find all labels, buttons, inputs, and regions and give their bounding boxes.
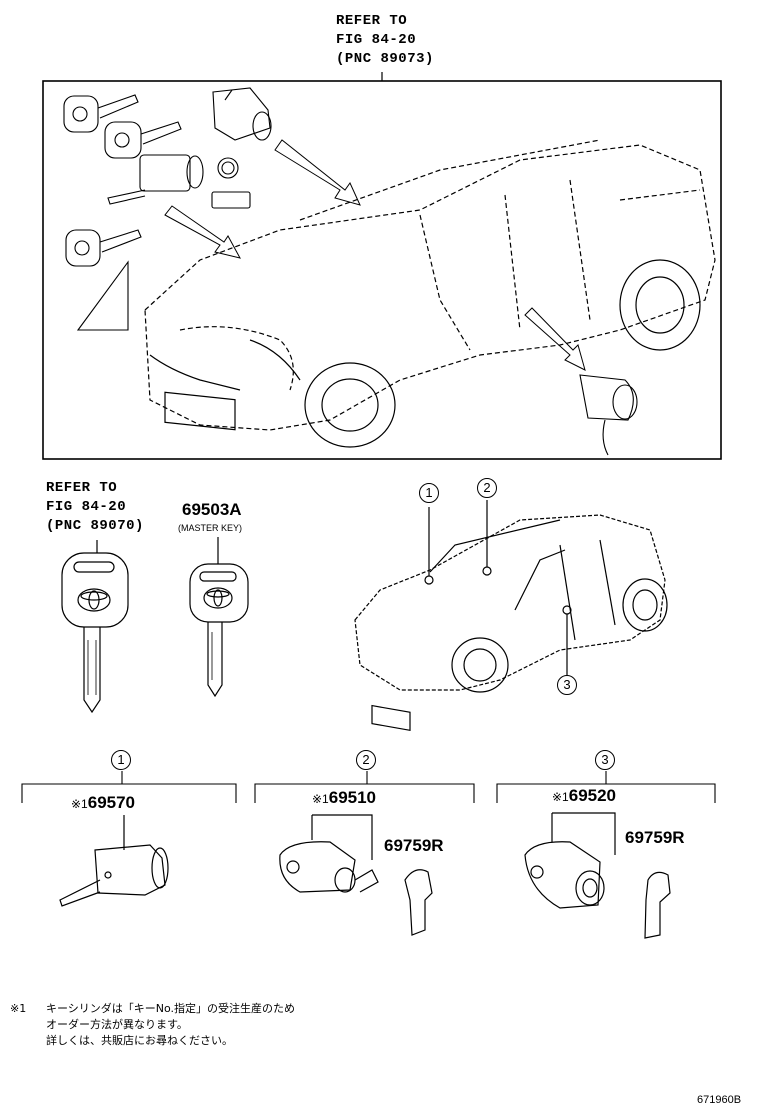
top-ref-line1: REFER TO	[336, 13, 408, 29]
small-car-illustration	[354, 500, 668, 731]
callout-3: 3	[557, 675, 577, 695]
group2-mark: ※1	[312, 792, 329, 806]
figure-code: 671960B	[697, 1094, 742, 1106]
key-ref-line3: (PNC 89070)	[46, 518, 144, 534]
group2-number: 2	[356, 750, 376, 770]
arrows-top	[164, 139, 586, 371]
group1-mark: ※1	[71, 797, 88, 811]
top-ref-line3: (PNC 89073)	[336, 51, 434, 67]
master-key-caption: (MASTER KEY)	[178, 523, 243, 533]
callout-1: 1	[419, 483, 439, 503]
top-panel-frame	[42, 80, 722, 460]
group3-number: 3	[595, 750, 615, 770]
group1-number: 1	[111, 750, 131, 770]
key-ref-line1: REFER TO	[46, 480, 118, 496]
footnote-line2: オーダー方法が異なります。	[46, 1018, 188, 1031]
footnote-line3: 詳しくは、共販店にお尋ねください。	[46, 1034, 233, 1047]
remote-key-illustration	[61, 552, 129, 714]
master-key-part-number: 69503A	[182, 500, 242, 519]
group2-sub-part-number: 69759R	[384, 836, 444, 855]
group2-part-number: 69510	[328, 788, 377, 807]
key-ref-line2: FIG 84-20	[46, 499, 127, 515]
group3-mark: ※1	[552, 790, 569, 804]
group1-part-number: 69570	[87, 793, 136, 812]
large-car-wheels	[304, 259, 701, 448]
group2-cylinder-illustration	[279, 814, 433, 936]
group3-part-number: 69520	[568, 786, 617, 805]
group-brackets	[21, 771, 716, 803]
callout-2: 2	[477, 478, 497, 498]
group1-part: ※169570	[71, 793, 135, 813]
group3-sub-part-number: 69759R	[625, 828, 685, 847]
footnote-line1: キーシリンダは「キーNo.指定」の受注生産のため	[46, 1002, 296, 1015]
top-left-parts	[63, 87, 638, 456]
group1-cylinder-illustration	[59, 815, 169, 907]
master-key-illustration	[189, 563, 249, 698]
large-car-front	[149, 339, 301, 431]
group2-part: ※169510	[312, 788, 376, 808]
top-ref-line2: FIG 84-20	[336, 32, 417, 48]
group3-cylinder-illustration	[524, 812, 671, 939]
footnote-mark: ※1	[10, 1002, 27, 1015]
group3-part: ※169520	[552, 786, 616, 806]
large-car-illustration	[144, 139, 716, 431]
